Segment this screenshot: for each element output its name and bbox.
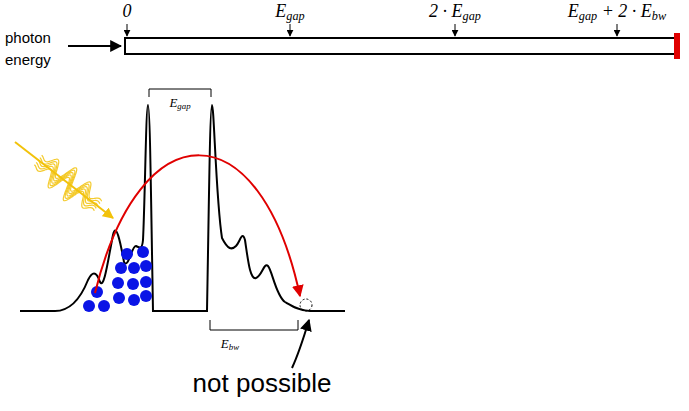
energy-marker bbox=[674, 33, 680, 59]
tick-arrow bbox=[127, 24, 128, 36]
electron-dot bbox=[140, 290, 152, 302]
electron-dot bbox=[115, 262, 127, 274]
wave-line bbox=[34, 165, 94, 211]
gap-label: Egap bbox=[169, 95, 190, 111]
spectrum-curve bbox=[20, 105, 345, 311]
callout-text: not possible bbox=[193, 368, 332, 399]
gap-label-box: Egap bbox=[169, 93, 190, 111]
electron-dots bbox=[83, 246, 152, 312]
tick-label-box: 0 bbox=[123, 1, 132, 22]
tick-label-box: 2 · Egap bbox=[429, 1, 481, 22]
electron-dot bbox=[140, 260, 152, 272]
electron-dot bbox=[140, 276, 152, 288]
gap-bracket bbox=[149, 89, 211, 97]
tick-arrow bbox=[290, 24, 291, 36]
tick-arrow bbox=[617, 24, 618, 36]
tick-arrow bbox=[455, 24, 456, 36]
electron-dot bbox=[128, 262, 140, 274]
photon-arrow bbox=[15, 142, 113, 218]
pointer-arrow bbox=[292, 320, 309, 368]
electron-dot bbox=[112, 277, 124, 289]
electron-dot bbox=[83, 300, 95, 312]
electron-dot bbox=[137, 246, 149, 258]
axis-label-box: photon energy bbox=[5, 27, 65, 71]
bandwidth-label: Ebw bbox=[221, 336, 239, 352]
tick-label-box: Egap bbox=[275, 1, 304, 22]
bandwidth-bracket bbox=[210, 320, 298, 330]
empty-state bbox=[300, 299, 312, 311]
axis-label: photon energy bbox=[5, 27, 65, 71]
tick-label: 2 · Egap bbox=[429, 1, 481, 22]
bandwidth-label-box: Ebw bbox=[221, 334, 239, 352]
energy-bar bbox=[125, 38, 678, 54]
tick-label-box: Egap + 2 · Ebw bbox=[568, 1, 666, 22]
tick-label: 0 bbox=[123, 1, 132, 22]
electron-dot bbox=[98, 300, 110, 312]
electron-dot bbox=[113, 292, 125, 304]
electron-dot bbox=[121, 248, 133, 260]
electron-dot bbox=[128, 294, 140, 306]
electron-dot bbox=[127, 278, 139, 290]
tick-label: Egap + 2 · Ebw bbox=[568, 1, 666, 22]
input-arrow bbox=[68, 45, 121, 47]
callout-text-box: not possible bbox=[193, 368, 332, 399]
transition-arrow bbox=[95, 155, 300, 296]
tick-label: Egap bbox=[275, 1, 304, 22]
